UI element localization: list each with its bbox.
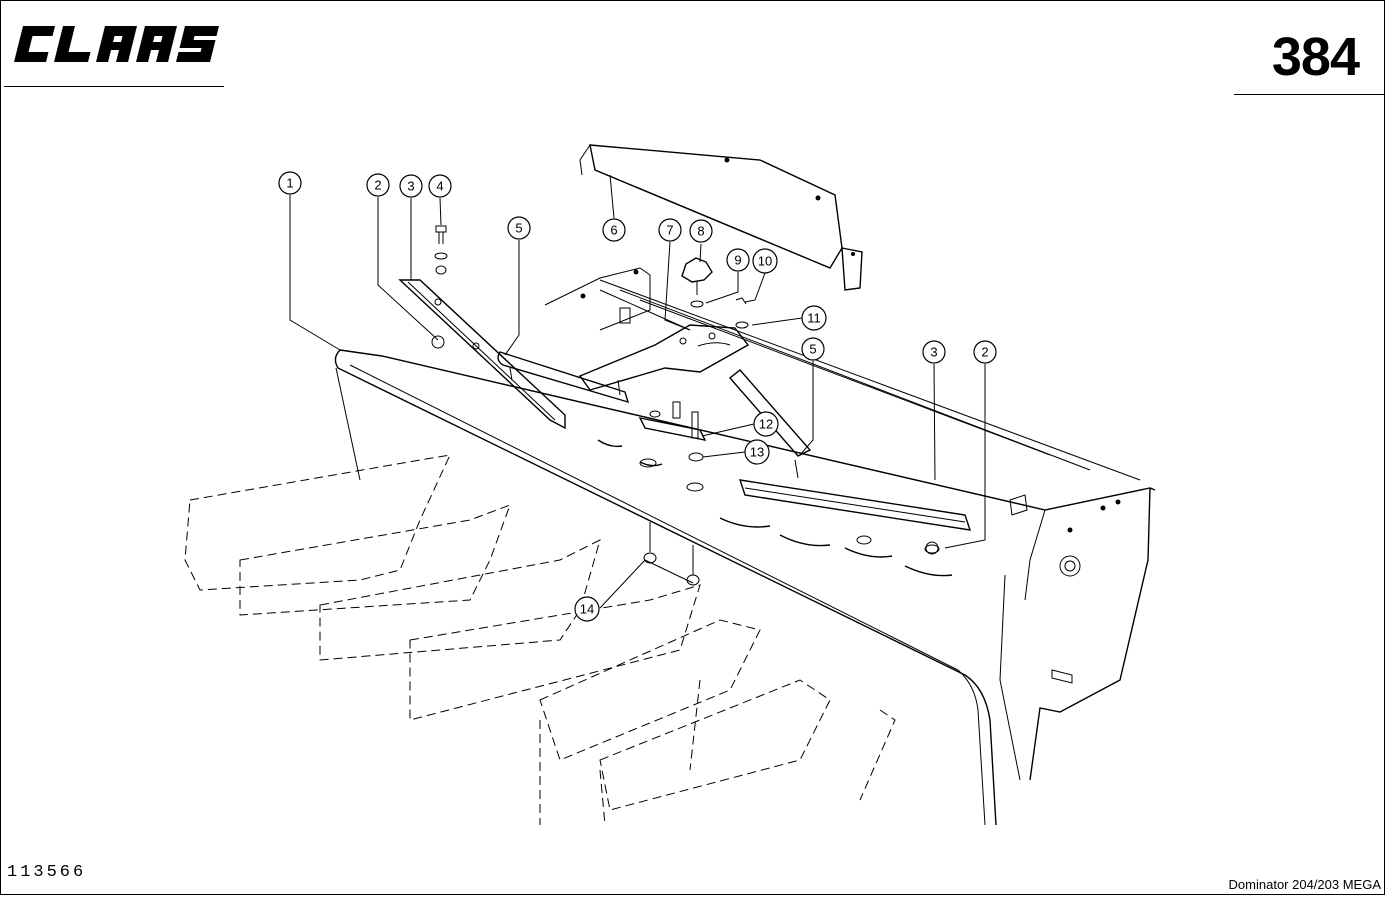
parts-diagram: 1 2 3 4 5 6 7 8 9 10 11 12 13 14 5 3 2 — [184, 144, 1156, 826]
callout-2-right: 2 — [973, 340, 997, 364]
callout-10: 10 — [752, 248, 778, 274]
svg-text:10: 10 — [758, 254, 772, 269]
svg-text:13: 13 — [750, 445, 764, 460]
page-number: 384 — [1271, 27, 1360, 87]
callout-1: 1 — [278, 171, 302, 195]
svg-text:7: 7 — [666, 223, 673, 238]
callout-6: 6 — [602, 218, 626, 242]
callout-5: 5 — [507, 216, 531, 240]
svg-text:5: 5 — [809, 342, 816, 357]
callout-11: 11 — [801, 305, 827, 331]
claas-logo — [14, 26, 220, 62]
callout-8: 8 — [689, 219, 713, 243]
svg-text:8: 8 — [697, 224, 704, 239]
svg-text:3: 3 — [930, 345, 937, 360]
right-rail — [738, 479, 972, 555]
left-rail — [398, 279, 566, 430]
support-arm-left — [497, 351, 630, 404]
bracket-plate — [544, 267, 750, 391]
main-beam — [334, 279, 1156, 826]
drawing-number: 113566 — [7, 863, 87, 882]
callout-3: 3 — [399, 174, 423, 198]
svg-text:5: 5 — [515, 221, 522, 236]
logo-rule — [4, 86, 224, 87]
top-cover — [579, 144, 863, 291]
callout-14: 14 — [574, 596, 600, 622]
svg-text:6: 6 — [610, 223, 617, 238]
pickup-tines — [184, 454, 896, 826]
svg-text:14: 14 — [580, 602, 594, 617]
callout-5-right: 5 — [801, 337, 825, 361]
svg-text:2: 2 — [374, 178, 381, 193]
beam-slots — [597, 439, 953, 577]
callout-12: 12 — [753, 411, 779, 437]
svg-text:4: 4 — [436, 179, 443, 194]
fasteners — [434, 225, 749, 586]
model-label: Dominator 204/203 MEGA — [1228, 877, 1381, 892]
callout-7: 7 — [658, 218, 682, 242]
svg-text:2: 2 — [981, 345, 988, 360]
page-number-rule — [1234, 94, 1384, 95]
support-arm-right — [728, 369, 812, 479]
callout-4: 4 — [428, 174, 452, 198]
svg-text:9: 9 — [734, 253, 741, 268]
callout-13: 13 — [744, 439, 770, 465]
callout-2: 2 — [366, 173, 390, 197]
svg-text:1: 1 — [286, 176, 293, 191]
callout-9: 9 — [726, 248, 750, 272]
svg-text:3: 3 — [407, 179, 414, 194]
svg-text:12: 12 — [759, 417, 773, 432]
leader-lines — [289, 174, 986, 609]
callout-3-right: 3 — [922, 340, 946, 364]
svg-text:11: 11 — [807, 311, 821, 326]
